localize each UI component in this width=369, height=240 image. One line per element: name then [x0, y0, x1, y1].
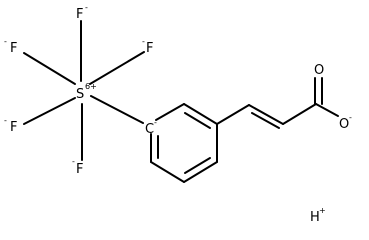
- ring-bond-4: [183, 161, 218, 183]
- atom-f-lower-left: F: [10, 120, 17, 135]
- atom-carbonyl-oxygen: O: [314, 63, 324, 78]
- atom-f-top: F: [76, 7, 83, 22]
- bond-s-f-lower-left: [23, 97, 76, 125]
- atom-f-upper-left: F: [10, 41, 17, 56]
- bond-ring-to-vinyl: [216, 104, 250, 125]
- charge-f-upper-left: -: [4, 37, 7, 46]
- charge-f-top: -: [85, 3, 88, 12]
- charge-f-upper-right: -: [142, 37, 145, 46]
- atom-carboxylate-oxygen: O: [339, 117, 349, 132]
- bond-s-f-upper-left: [23, 52, 76, 85]
- atom-f-bottom: F: [76, 162, 83, 177]
- ring-bond-2: [183, 103, 218, 125]
- molecule-structure-diagram: F - F - F - S 6+ F - F - C - O O - H +: [4, 3, 352, 225]
- ring-bond-5: [150, 161, 185, 183]
- bond-s-ring-carbon: [90, 95, 144, 124]
- bond-s-f-upper-right: [89, 51, 145, 85]
- ring-bond-1: [155, 103, 185, 121]
- charge-f-bottom: -: [72, 157, 75, 166]
- atom-f-upper-right: F: [146, 41, 153, 56]
- atom-hydrogen: H: [310, 210, 320, 225]
- charge-f-lower-left: -: [4, 116, 7, 125]
- atom-ring-carbon: C: [145, 122, 154, 137]
- charge-hydrogen: +: [319, 206, 326, 215]
- bond-vinyl-to-carboxyl: [282, 103, 317, 125]
- charge-ring-carbon: -: [154, 118, 157, 127]
- bond-carboxyl-to-oxygen: [315, 103, 339, 117]
- bond-vinyl-double-inner: [251, 112, 280, 129]
- charge-carboxylate-oxygen: -: [349, 113, 352, 122]
- bond-vinyl-double-outer: [248, 104, 284, 125]
- ring-double-bond-1: [184, 112, 211, 129]
- ring-double-bond-2: [184, 157, 211, 174]
- atom-sulfur: S: [76, 87, 84, 102]
- charge-sulfur: 6+: [85, 82, 97, 91]
